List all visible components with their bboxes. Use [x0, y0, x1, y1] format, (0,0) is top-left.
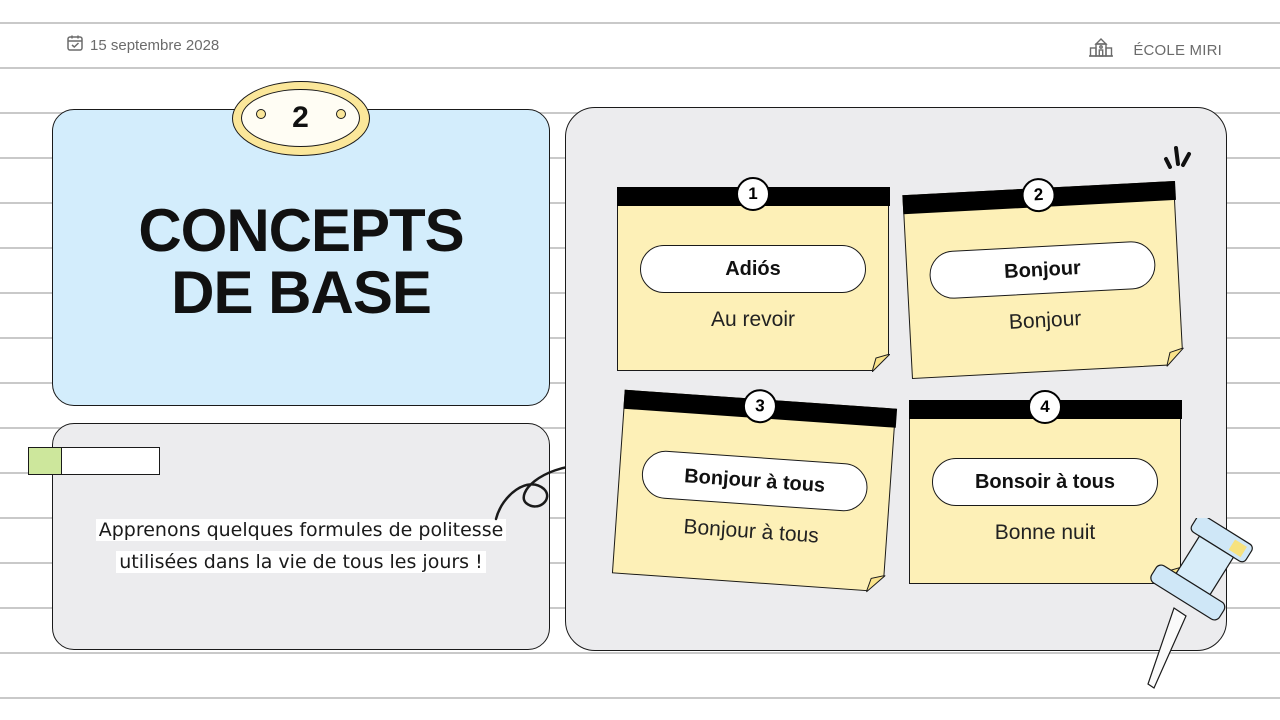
sticky-note-2: 2 Bonjour Bonjour — [901, 177, 1185, 379]
progress-fill — [29, 448, 62, 474]
calendar-icon — [66, 34, 84, 56]
note-translation: Bonjour à tous — [682, 515, 820, 548]
note-phrase: Adiós — [640, 245, 866, 293]
note-phrase: Bonsoir à tous — [932, 458, 1158, 506]
progress-bar — [28, 447, 160, 475]
section-number-badge: 2 — [232, 81, 370, 156]
note-number: 4 — [1028, 390, 1062, 424]
note-phrase: Bonjour à tous — [640, 449, 870, 513]
title-line-2: DE BASE — [171, 259, 432, 326]
note-number: 2 — [1020, 177, 1057, 213]
pushpin-icon — [1147, 518, 1253, 689]
sticky-note-1: 1 Adiós Au revoir — [616, 177, 890, 372]
page-fold — [1165, 347, 1185, 367]
badge-dot — [256, 109, 266, 119]
badge-dot — [336, 109, 346, 119]
note-translation: Bonjour — [1008, 307, 1082, 334]
sticky-note-4: 4 Bonsoir à tous Bonne nuit — [908, 390, 1182, 585]
school-building-icon — [1089, 37, 1114, 63]
school-name: ÉCOLE MIRI — [1133, 41, 1222, 59]
description-line-2: utilisées dans la vie de tous les jours … — [116, 551, 486, 573]
page-fold — [865, 573, 885, 593]
sticky-note-3: 3 Bonjour à tous Bonjour à tous — [611, 388, 897, 593]
header-school: ÉCOLE MIRI — [1089, 37, 1222, 63]
date-text: 15 septembre 2028 — [90, 36, 220, 54]
description-text: Apprenons quelques formules de politesse… — [52, 514, 550, 578]
note-phrase: Bonjour — [928, 240, 1157, 300]
note-translation: Au revoir — [710, 308, 796, 331]
note-translation: Bonne nuit — [994, 521, 1096, 544]
page-fold — [871, 353, 890, 372]
header-date: 15 septembre 2028 — [66, 35, 219, 55]
section-title: CONCEPTS DE BASE — [52, 200, 550, 324]
title-line-1: CONCEPTS — [138, 197, 464, 264]
sparkle-icon — [1164, 146, 1191, 169]
description-line-1: Apprenons quelques formules de politesse — [95, 519, 507, 541]
note-number: 1 — [736, 177, 770, 211]
